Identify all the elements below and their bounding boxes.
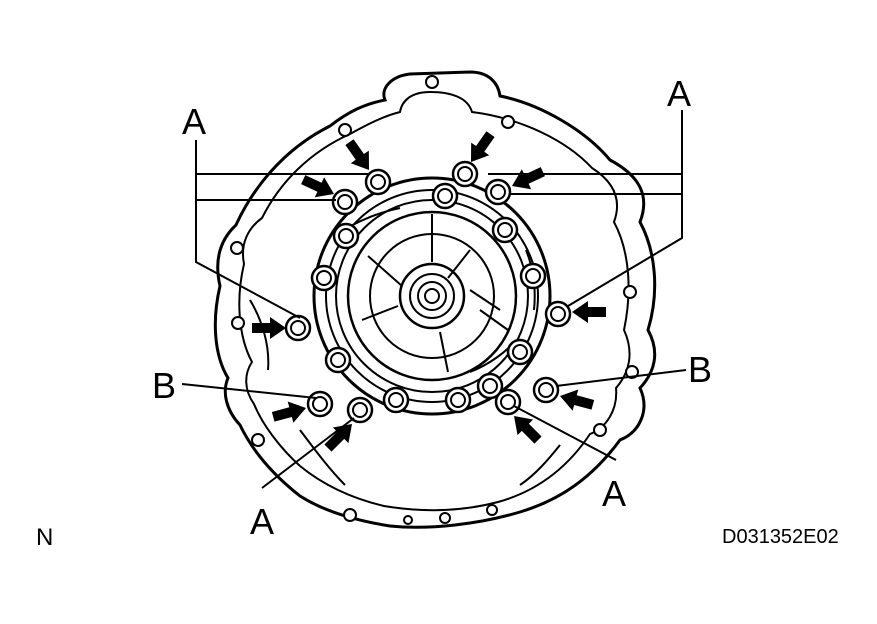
label-a-top-left: A [182,101,207,142]
label-a-bottom-left: A [250,501,275,542]
view-letter: N [36,524,54,551]
mounting-holes [230,75,639,525]
housing-outline [213,70,657,529]
oil-pump-assembly [312,176,552,416]
label-a-bottom-right: A [602,473,627,514]
label-b-right: B [688,349,713,390]
leader-lines [181,110,687,489]
label-a-top-right: A [667,73,692,114]
housing-inner-rim [238,90,631,512]
label-b-left: B [152,365,177,406]
figure-code: D031352E02 [722,526,839,548]
